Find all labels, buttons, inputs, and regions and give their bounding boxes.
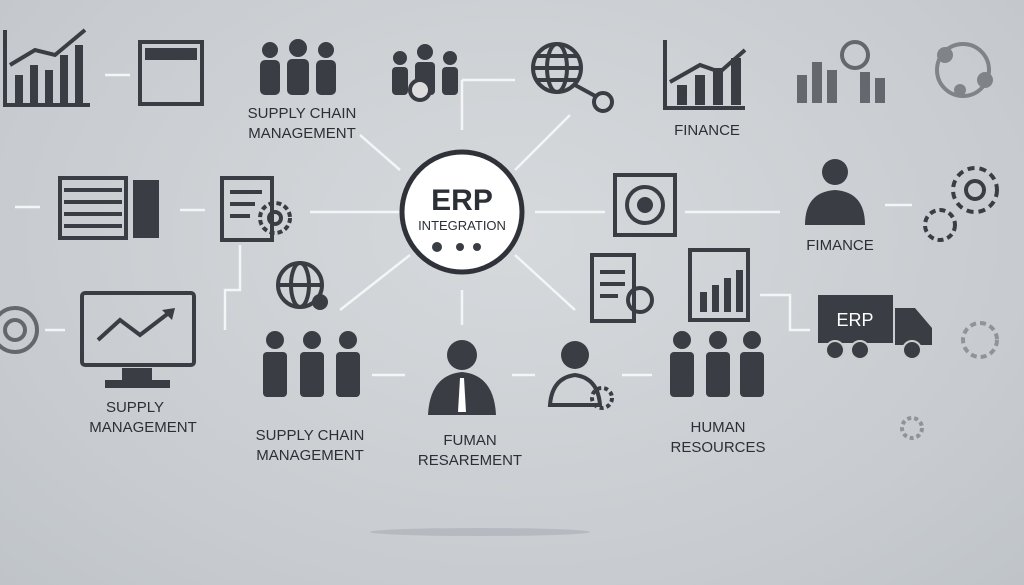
hub-circle	[399, 149, 525, 275]
hub-subtitle: INTEGRATION	[418, 218, 506, 233]
hr-team-icon	[670, 331, 764, 397]
group-settings-icon	[392, 44, 458, 102]
document-list-icon	[58, 176, 159, 240]
business-team-icon	[263, 331, 360, 397]
box-icon	[138, 40, 204, 106]
gears-icon	[923, 166, 999, 242]
label-fuman-2: RESAREMENT	[418, 452, 522, 469]
connector-top-right	[514, 114, 571, 171]
label-supply-1: SUPPLY	[106, 399, 164, 416]
team-icon	[260, 39, 336, 95]
erp-integration-hub[interactable]: ERP INTEGRATION	[399, 149, 525, 275]
connector-bottom-right	[514, 254, 576, 311]
hub-title: ERP	[431, 184, 493, 217]
finance-chart-icon	[663, 40, 747, 110]
bar-chart-magnifier-icon	[797, 40, 885, 103]
label-finance-mid: FIMANCE	[806, 237, 874, 254]
label-scm-top-2: MANAGEMENT	[248, 125, 356, 142]
woman-gear-icon	[547, 341, 614, 410]
gear-r-icon	[961, 321, 999, 359]
connector-bottom-left	[339, 254, 411, 311]
target-icon	[613, 173, 677, 237]
label-scm-top-1: SUPPLY CHAIN	[248, 105, 357, 122]
erp-truck-icon: ERP	[818, 295, 932, 360]
truck-label: ERP	[836, 310, 873, 330]
label-scm-bottom-1: SUPPLY CHAIN	[256, 427, 365, 444]
connectors	[15, 73, 912, 377]
woman-avatar-icon	[805, 159, 865, 225]
document-gear-icon	[220, 176, 292, 242]
globe-key-icon	[531, 42, 614, 113]
chart-document-icon	[688, 248, 750, 322]
small-gear-icon	[900, 416, 924, 440]
network-gears-icon	[935, 42, 993, 98]
connector-truck	[760, 293, 810, 332]
label-hr-1: HUMAN	[691, 419, 746, 436]
label-scm-bottom-2: MANAGEMENT	[256, 447, 364, 464]
growth-chart-icon	[3, 28, 90, 107]
document-target-icon	[590, 253, 654, 323]
connector-top-left	[359, 134, 401, 171]
monitor-trend-icon	[80, 291, 196, 388]
label-hr-2: RESOURCES	[670, 439, 765, 456]
dots-icon	[432, 242, 481, 252]
label-supply-2: MANAGEMENT	[89, 419, 197, 436]
globe-icon	[276, 261, 328, 310]
label-fuman-1: FUMAN	[443, 432, 496, 449]
shadow	[370, 528, 590, 536]
label-finance-top: FINANCE	[674, 122, 740, 139]
businessman-icon	[428, 340, 496, 415]
target-ring-icon	[0, 306, 39, 354]
connector-left-down	[223, 245, 242, 330]
